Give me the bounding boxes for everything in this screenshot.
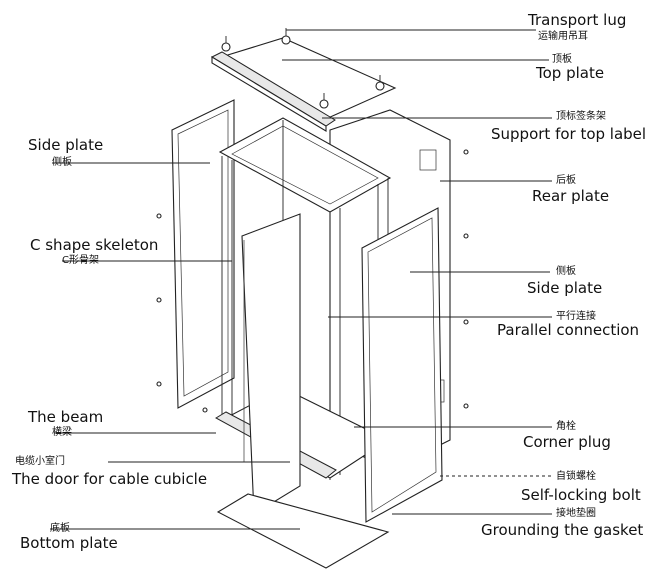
corner-plug-label-zh: 角栓 (556, 421, 576, 432)
side-plate-left-label-zh: 侧板 (52, 157, 72, 168)
leader-lines (50, 29, 552, 530)
transport-lug-label-zh: 运输用吊耳 (538, 31, 588, 42)
beam-label-zh: 横梁 (52, 427, 72, 438)
self-locking-bolt-label: Self-locking bolt (521, 486, 641, 504)
transport-lug (221, 28, 385, 109)
parallel-connection-label-zh: 平行连接 (556, 311, 596, 322)
side-plate-left-label: Side plate (28, 136, 104, 154)
rear-plate-label-zh: 后板 (556, 175, 576, 186)
top-label-support-face (211, 56, 327, 132)
c-shape-skeleton-label-zh: C形骨架 (62, 255, 99, 266)
beam-label: The beam (28, 408, 104, 426)
side-plate-right-label-zh: 侧板 (556, 266, 576, 277)
bottom-plate-label-zh: 底板 (50, 523, 70, 534)
support-top-label-label-zh: 顶标签条架 (556, 111, 606, 122)
side-plate-right (361, 207, 443, 523)
rear-plate-label: Rear plate (532, 187, 610, 205)
bolt-markers (156, 149, 469, 413)
cable-cubicle-door-label: The door for cable cubicle (12, 470, 208, 488)
corner-plug-label: Corner plug (523, 433, 611, 451)
cable-cubicle-door (241, 213, 301, 515)
support-top-label-label: Support for top label (491, 125, 647, 143)
bottom-plate (216, 493, 390, 569)
self-locking-bolt-label-zh: 自锁螺栓 (556, 471, 596, 482)
grounding-gasket-label-zh: 接地垫圈 (556, 508, 596, 519)
side-plate-left (171, 99, 235, 409)
grounding-gasket-label: Grounding the gasket (481, 521, 644, 539)
cable-cubicle-door-label-zh: 电缆小室门 (15, 456, 65, 467)
top-plate-label: Top plate (536, 64, 605, 82)
c-shape-skeleton-label: C shape skeleton (30, 236, 159, 254)
side-plate-right-label: Side plate (527, 279, 603, 297)
parallel-connection-label: Parallel connection (497, 321, 640, 339)
bottom-plate-label: Bottom plate (20, 534, 118, 552)
transport-lug-label: Transport lug (528, 11, 627, 29)
top-plate-label-zh: 顶板 (552, 54, 572, 65)
